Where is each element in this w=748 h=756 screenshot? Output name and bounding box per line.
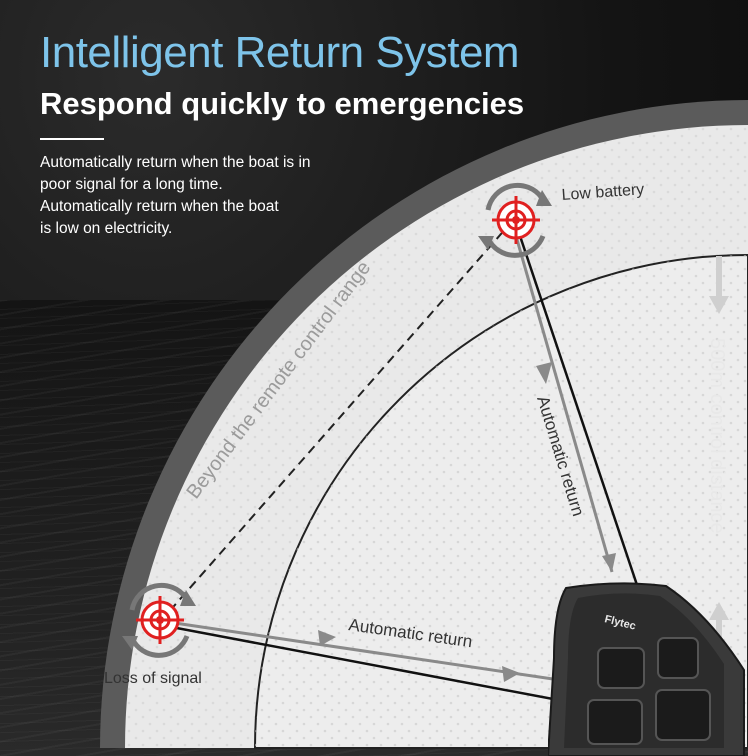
bait-boat: Flytec <box>548 582 745 756</box>
low-battery-target <box>478 182 552 258</box>
loss-of-signal-label: Loss of signal <box>104 670 202 687</box>
return-path-battery <box>514 235 614 573</box>
description-line: poor signal for a long time. <box>40 176 223 193</box>
direct-line-battery <box>514 223 640 589</box>
description-line: Automatically return when the boat is in <box>40 154 311 171</box>
description: Automatically return when the boat is in… <box>40 152 370 240</box>
description-line: is low on electricity. <box>40 220 173 237</box>
divider <box>40 138 104 140</box>
direct-line-signal <box>165 624 591 708</box>
low-battery-label: Low battery <box>561 181 645 204</box>
page-title: Intelligent Return System <box>40 28 520 77</box>
page-subtitle: Respond quickly to emergencies <box>40 86 525 121</box>
dashed-link-line <box>159 225 509 623</box>
distance-label: 500m control distance <box>706 338 728 534</box>
loss-of-signal-target <box>122 582 196 658</box>
description-line: Automatically return when the boat <box>40 198 279 215</box>
